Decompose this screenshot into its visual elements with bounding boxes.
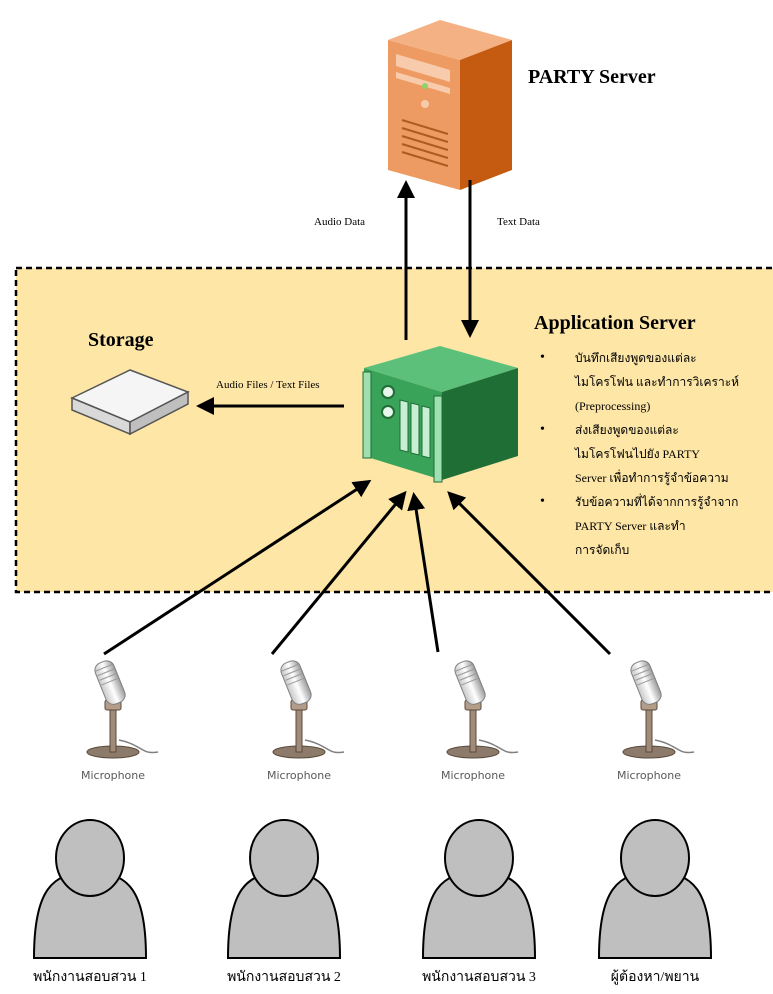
application-server-bullets: • บันทึกเสียงพูดของแต่ละ ไมโครโฟน และทำกา… — [540, 346, 773, 562]
person-icon — [597, 819, 713, 959]
microphone-label-1: Microphone — [80, 769, 146, 782]
microphone-icon — [86, 660, 159, 759]
storage-icon — [70, 369, 190, 436]
mic2-arrow — [270, 490, 407, 655]
mic1-arrow — [103, 479, 372, 656]
bullet-dot: • — [540, 494, 545, 509]
bullet-text: บันทึกเสียงพูดของแต่ละ ไมโครโฟน และทำการ… — [575, 351, 740, 413]
files-label: Audio Files / Text Files — [216, 379, 320, 391]
person-label-4: ผู้ต้องหา/พยาน — [610, 970, 700, 985]
application-server-title: Application Server — [534, 312, 696, 334]
person-icon — [226, 819, 342, 959]
party-server-title: PARTY Server — [528, 66, 656, 88]
person-label-3: พนักงานสอบสวน 3 — [422, 970, 536, 985]
storage-title: Storage — [88, 329, 154, 351]
person-icon — [32, 819, 148, 959]
bullet-dot: • — [540, 350, 545, 365]
person-label-1: พนักงานสอบสวน 1 — [33, 970, 147, 985]
party-server-icon — [388, 20, 512, 190]
microphone-label-4: Microphone — [616, 769, 682, 782]
microphone-label-2: Microphone — [266, 769, 332, 782]
bullet-item: • บันทึกเสียงพูดของแต่ละ ไมโครโฟน และทำกา… — [540, 346, 773, 418]
microphone-icon — [446, 660, 519, 759]
person-label-2: พนักงานสอบสวน 2 — [227, 970, 341, 985]
application-server-icon — [362, 346, 518, 483]
bullet-item: • ส่งเสียงพูดของแต่ละ ไมโครโฟนไปยัง PARTY… — [540, 418, 773, 490]
mic4-arrow — [447, 491, 612, 656]
bullet-text: ส่งเสียงพูดของแต่ละ ไมโครโฟนไปยัง PARTY … — [575, 423, 729, 485]
text-data-label: Text Data — [497, 216, 540, 228]
bullet-dot: • — [540, 422, 545, 437]
person-icon — [421, 819, 537, 959]
microphone-icon — [622, 660, 695, 759]
microphone-label-3: Microphone — [440, 769, 506, 782]
mic3-arrow — [407, 492, 440, 653]
bullet-text: รับข้อความที่ได้จากการรู้จำจาก PARTY Ser… — [575, 495, 739, 557]
audio-data-label: Audio Data — [314, 216, 366, 228]
bullet-item: • รับข้อความที่ได้จากการรู้จำจาก PARTY Se… — [540, 490, 773, 562]
microphone-icon — [272, 660, 345, 759]
